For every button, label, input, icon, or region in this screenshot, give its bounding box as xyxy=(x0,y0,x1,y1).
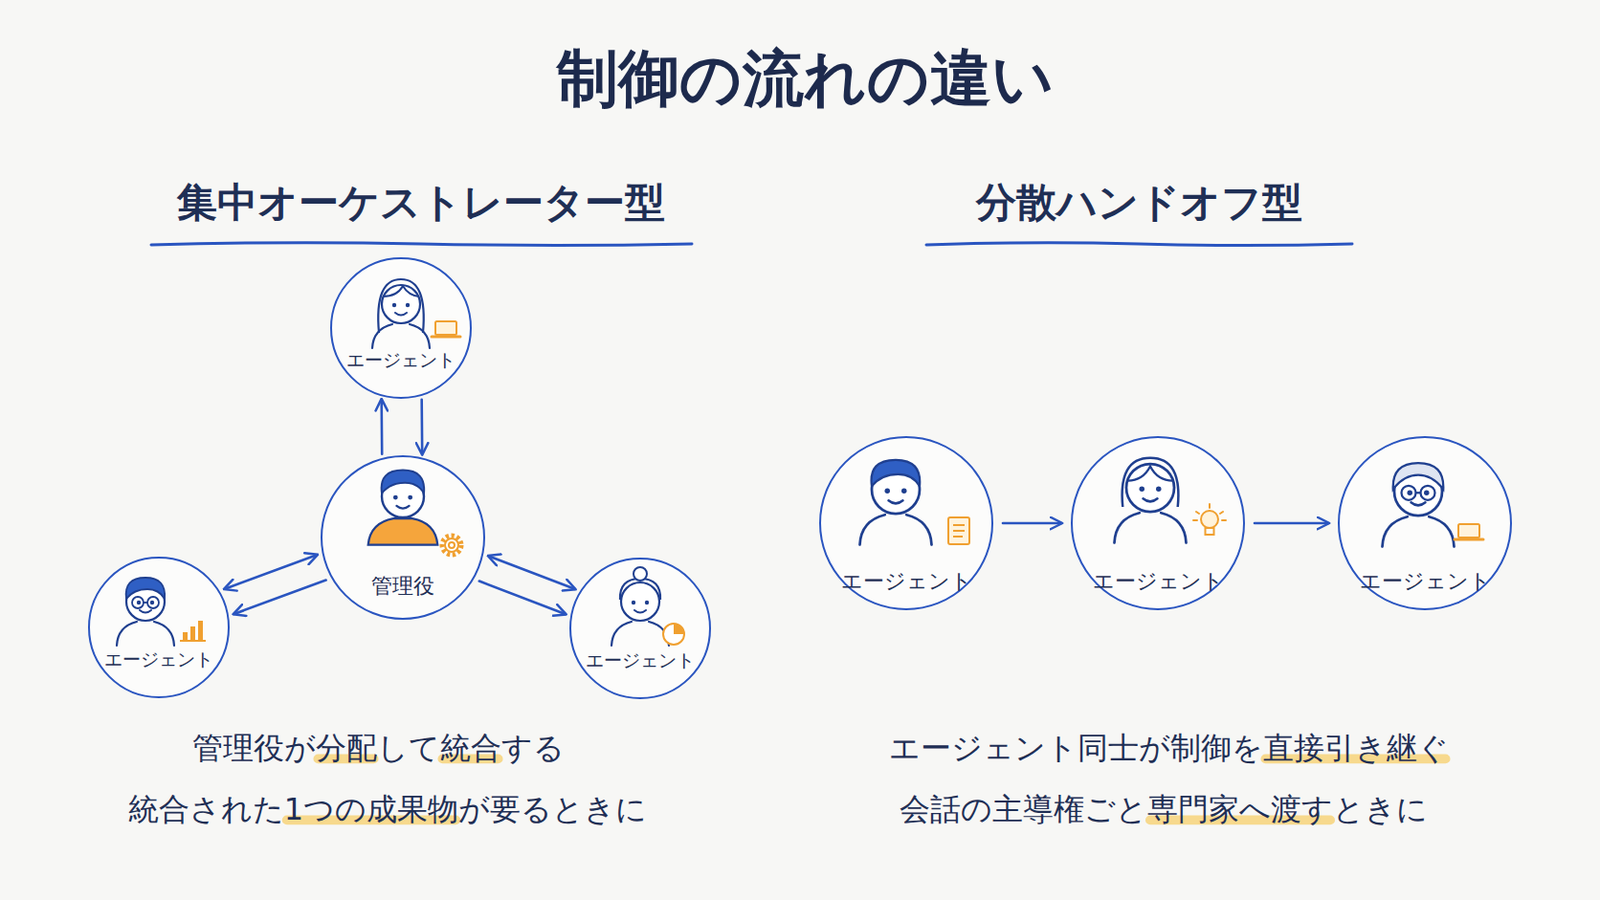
heading-underline xyxy=(151,243,692,246)
node-label: エージェント xyxy=(89,649,228,670)
node-circle: エージェント xyxy=(569,557,712,700)
pie-chart-icon xyxy=(663,623,685,645)
node-circle: 管理役 xyxy=(320,455,486,621)
flow-arrow xyxy=(488,555,576,589)
section-heading: 集中オーケストレーター型 xyxy=(177,179,666,226)
text-highlight xyxy=(1145,815,1335,825)
person-figure xyxy=(1382,463,1455,548)
flow-arrow xyxy=(1254,522,1329,526)
node-label: エージェント xyxy=(332,350,470,371)
description-text: エージェント同士が制御を直接引き継ぐ xyxy=(888,731,1449,767)
laptop-icon xyxy=(431,321,461,337)
person-figure xyxy=(116,577,175,646)
flow-arrow xyxy=(234,580,327,615)
node-label: エージェント xyxy=(1072,570,1244,594)
text-highlight xyxy=(282,815,461,825)
person-figure xyxy=(368,470,439,546)
flow-arrow xyxy=(479,581,566,615)
flow-arrow xyxy=(379,400,383,455)
text-highlight xyxy=(438,754,504,764)
node-circle: エージェント xyxy=(1337,436,1512,611)
text-highlight xyxy=(1261,754,1451,764)
node-circle: エージェント xyxy=(330,257,472,400)
laptop-icon xyxy=(1454,524,1484,540)
flow-arrow xyxy=(224,555,317,589)
node-circle: エージェント xyxy=(88,556,230,699)
diagram-title: 制御の流れの違い xyxy=(556,44,1055,115)
description-text: 管理役が分配して統合する xyxy=(192,731,565,767)
section-heading: 分散ハンドオフ型 xyxy=(976,179,1303,226)
description-text: 統合された1つの成果物が要るときに xyxy=(128,792,647,828)
person-figure xyxy=(611,567,669,646)
node-label: 管理役 xyxy=(322,575,484,599)
node-label: エージェント xyxy=(1339,570,1511,594)
document-icon xyxy=(948,517,970,545)
person-figure xyxy=(860,460,933,546)
description-text: 会話の主導権ごと専門家へ渡すときに xyxy=(899,792,1428,828)
person-figure xyxy=(1114,458,1187,544)
flow-arrow xyxy=(1002,522,1062,526)
person-figure xyxy=(372,279,430,349)
flow-arrow xyxy=(420,400,423,455)
node-label: エージェント xyxy=(571,650,710,671)
gear-icon xyxy=(442,535,462,556)
bar-chart-icon xyxy=(179,621,206,642)
node-circle: エージェント xyxy=(1070,436,1245,611)
lightbulb-icon xyxy=(1193,504,1226,535)
node-circle: エージェント xyxy=(819,436,994,611)
text-highlight xyxy=(313,754,379,764)
node-label: エージェント xyxy=(821,570,992,594)
heading-underline xyxy=(926,243,1353,246)
